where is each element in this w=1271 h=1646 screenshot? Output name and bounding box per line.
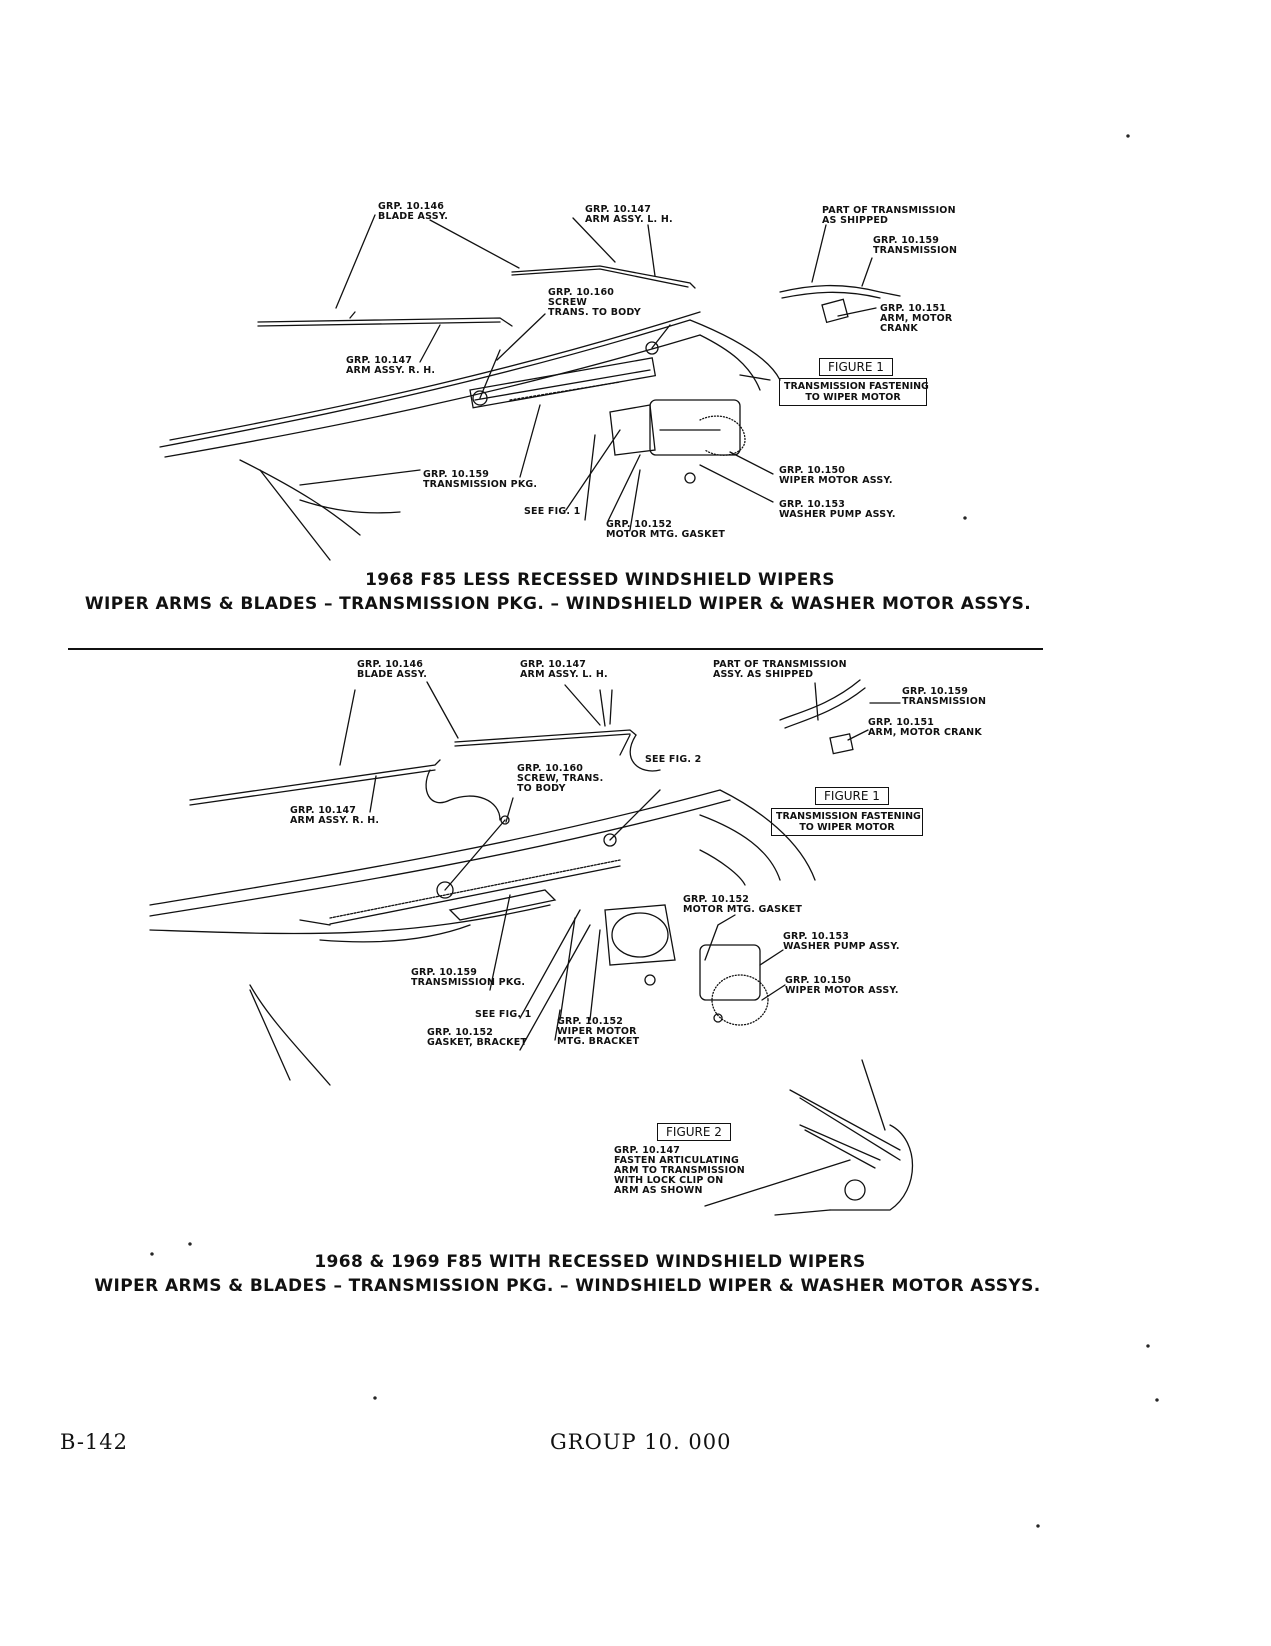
group-number: GROUP 10. 000 <box>550 1430 732 1454</box>
d1-title-line-1: 1968 F85 LESS RECESSED WINDSHIELD WIPERS <box>365 570 835 590</box>
d2-label-see-fig-1: SEE FIG. 1 <box>475 1009 532 1020</box>
d1-title-line-2: WIPER ARMS & BLADES – TRANSMISSION PKG. … <box>84 594 1032 614</box>
diagram1-illustration <box>159 214 901 561</box>
d2-label-see-fig-2: SEE FIG. 2 <box>645 754 702 765</box>
d2-figure-2-tag: FIGURE 2 <box>657 1123 731 1141</box>
section-divider <box>68 648 1043 650</box>
d1-label-see-fig-1: SEE FIG. 1 <box>524 506 581 517</box>
d2-title-line-2: WIPER ARMS & BLADES – TRANSMISSION PKG. … <box>94 1276 1041 1296</box>
diagram2-illustration <box>149 679 913 1216</box>
d2-figure-1-tag: FIGURE 1 <box>815 787 889 805</box>
d2-title-line-1: 1968 & 1969 F85 WITH RECESSED WINDSHIELD… <box>314 1252 866 1272</box>
d1-figure-1-tag: FIGURE 1 <box>819 358 893 376</box>
page-number: B-142 <box>60 1430 128 1454</box>
